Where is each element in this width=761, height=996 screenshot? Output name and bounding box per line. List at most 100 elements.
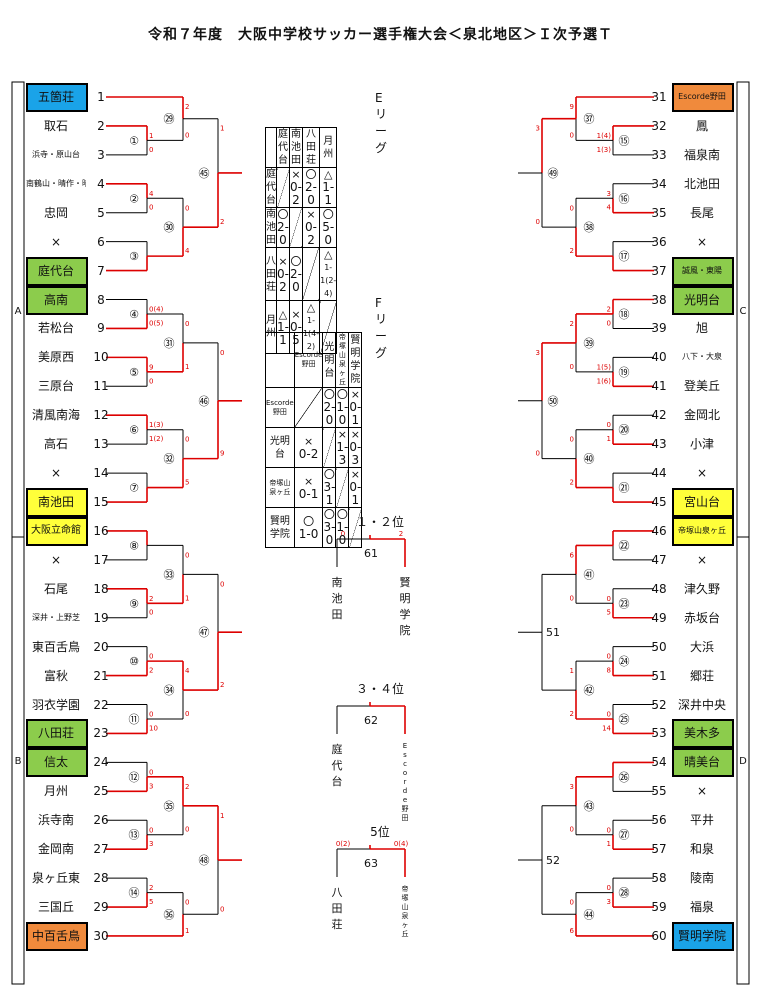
team-name: × — [50, 234, 62, 249]
team-number: 56 — [651, 813, 667, 828]
match-label: ㊺ — [199, 167, 210, 180]
league-row-header: 八田荘 — [265, 247, 277, 301]
league-score: 2-0 — [277, 220, 289, 247]
score: 3 — [536, 349, 540, 357]
team-name: 南池田 — [37, 495, 74, 510]
league-row-header: 庭代台 — [265, 167, 277, 208]
league-cell: ×0-2 — [293, 427, 324, 468]
score: 2 — [220, 218, 224, 226]
league-result-mark: × — [306, 208, 316, 221]
team-number: 24 — [93, 755, 109, 770]
team-number: 9 — [97, 321, 105, 336]
score: 0 — [220, 349, 224, 357]
score: 0(2) — [336, 840, 351, 848]
team-number: 29 — [93, 900, 109, 915]
team-name: 取石 — [43, 118, 68, 133]
match-label: ㉚ — [164, 221, 175, 234]
score: 0 — [149, 711, 153, 719]
team-highlight — [672, 285, 734, 315]
score: 3 — [607, 190, 611, 198]
team-number: 19 — [93, 610, 109, 625]
team-number: 15 — [93, 495, 109, 510]
score: 5 — [185, 479, 189, 487]
team-name: 高石 — [43, 437, 68, 452]
score: 0 — [570, 131, 574, 139]
match-label: ㉒ — [619, 539, 630, 552]
score: 0 — [185, 320, 189, 328]
league-result-mark: 〇 — [323, 388, 335, 401]
team-highlight — [26, 488, 88, 518]
score: 3 — [536, 125, 540, 133]
score: 8 — [607, 667, 611, 675]
team-number: 16 — [93, 523, 109, 538]
match-label: ㊶ — [584, 568, 595, 581]
score: 0(4) — [394, 840, 409, 848]
team-name: 美原西 — [37, 350, 74, 365]
team-name: 浜寺南 — [37, 813, 74, 828]
score: 5 — [149, 898, 153, 906]
team-number: 60 — [651, 928, 667, 943]
match-label: ⑮ — [619, 134, 630, 147]
league-score: 5-0 — [322, 220, 335, 247]
placement-right-team: 賢明学院 — [399, 576, 411, 637]
score: 6 — [570, 551, 575, 559]
team-number: 10 — [93, 350, 109, 365]
team-highlight — [672, 83, 734, 112]
team-number: 45 — [651, 495, 667, 510]
team-number: 25 — [93, 784, 109, 799]
team-name: 浜寺・原山台 — [32, 149, 80, 159]
score: 1(6) — [597, 377, 612, 385]
page-title: 令和７年度 大阪中学校サッカー選手権大会＜泉北地区＞Ｉ次予選Ｔ — [148, 27, 613, 43]
team-name: 福泉 — [689, 900, 714, 915]
league-score: 0-2 — [305, 220, 318, 247]
team-name: 八下・大泉 — [682, 352, 722, 362]
league-row-header: 賢明学院 — [265, 507, 295, 548]
score: 3 — [570, 783, 574, 791]
team-number: 59 — [651, 900, 667, 915]
league-cell — [293, 387, 324, 428]
team-highlight — [672, 516, 734, 546]
team-number: 36 — [651, 234, 667, 249]
placement-match-number: 63 — [364, 857, 378, 870]
team-name: 月州 — [43, 784, 68, 799]
score: 6 — [570, 927, 575, 935]
score: 0 — [570, 594, 574, 602]
team-number: 8 — [97, 292, 105, 307]
match-label: ⑪ — [129, 713, 140, 726]
score: 0 — [570, 363, 574, 371]
score: 1 — [607, 435, 611, 443]
placement-left-team: 八田荘 — [331, 886, 343, 931]
score: 4 — [185, 667, 190, 675]
score: 3 — [149, 840, 153, 848]
team-number: 57 — [651, 842, 667, 857]
league-score: 1-0 — [336, 520, 349, 547]
score: 9 — [149, 363, 153, 371]
block-label-a: A — [15, 306, 22, 317]
league-result-mark: × — [350, 388, 360, 401]
score: 1(3) — [149, 421, 164, 429]
league-score: 2-0 — [305, 180, 318, 207]
score: 0 — [149, 826, 153, 834]
match-label: ㉓ — [619, 597, 630, 610]
team-name: 南鶴山・晴作・晴美台 — [26, 178, 86, 188]
team-number: 41 — [651, 379, 667, 394]
match-label: ㊿ — [548, 395, 559, 408]
team-name: 金岡南 — [37, 842, 74, 857]
team-name: 若松台 — [37, 321, 74, 336]
block-frame — [11, 536, 25, 985]
score: 0 — [149, 609, 153, 617]
team-name: 福泉南 — [683, 147, 720, 162]
team-number: 27 — [93, 842, 109, 857]
score: 2 — [185, 783, 189, 791]
match-label: ㊳ — [584, 221, 595, 234]
team-name: 北池田 — [683, 176, 720, 191]
team-name: × — [696, 466, 708, 481]
match-label: ⑲ — [619, 366, 630, 379]
match-label: ⑳ — [619, 424, 630, 437]
match-label: ⑫ — [129, 771, 140, 784]
